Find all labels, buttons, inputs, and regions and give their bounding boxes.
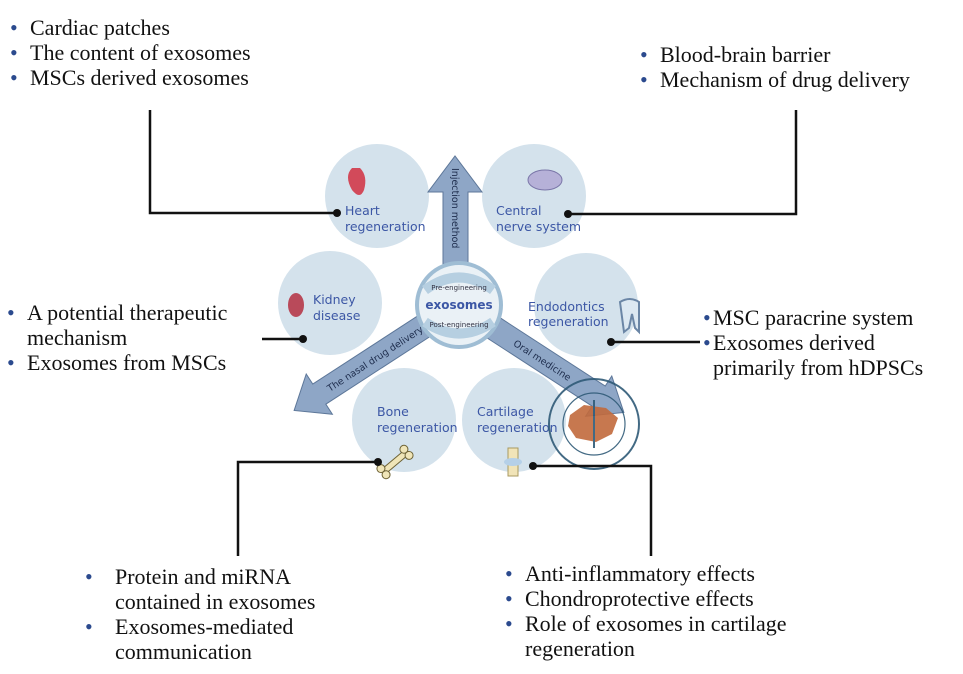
- note-item: Exosomes derived primarily from hDPSCs: [703, 330, 958, 380]
- tooth-icon: [618, 298, 640, 335]
- injection-arrow: [427, 155, 483, 269]
- exosomes-label: exosomes: [425, 298, 492, 312]
- chinese-medical-association-seal: [548, 378, 640, 470]
- bone-circle: [352, 368, 456, 472]
- note-item: Anti-inflammatory effects: [503, 561, 853, 586]
- note-item: Chondroprotective effects: [503, 586, 853, 611]
- cns-notes: Blood-brain barrierMechanism of drug del…: [638, 42, 910, 92]
- endo-notes: MSC paracrine systemExosomes derived pri…: [703, 305, 958, 380]
- note-item: Protein and miRNA contained in exosomes: [83, 564, 373, 614]
- heart-icon: [348, 168, 366, 195]
- pre-engineering-label: Pre-engineering: [431, 284, 487, 292]
- note-item: Role of exosomes in cartilage regenerati…: [503, 611, 853, 661]
- endo-circle: [534, 253, 638, 357]
- bone-icon: [376, 444, 414, 480]
- endo-dot: [607, 338, 615, 346]
- heart-dot: [333, 209, 341, 217]
- heart-notes: Cardiac patchesThe content of exosomesMS…: [8, 15, 251, 90]
- cartilage-connector: [533, 464, 653, 556]
- bone-dot: [374, 458, 382, 466]
- note-item: Exosomes from MSCs: [5, 350, 275, 375]
- kidney-circle: [278, 251, 382, 355]
- bone-connector: [236, 460, 378, 556]
- kidney-notes: A potential therapeutic mechanismExosome…: [5, 300, 275, 375]
- cns-circle: [482, 144, 586, 248]
- note-item: MSC paracrine system: [703, 305, 958, 330]
- post-engineering-label: Post-engineering: [429, 321, 488, 329]
- injection-arrow-label: Injection method: [449, 168, 460, 248]
- cartilage-dot: [529, 462, 537, 470]
- note-item: MSCs derived exosomes: [8, 65, 251, 90]
- note-item: Exosomes-mediated communication: [83, 614, 373, 664]
- cartilage-circle: [462, 368, 566, 472]
- knee-joint-icon: [504, 447, 522, 477]
- kidney-dot: [299, 335, 307, 343]
- cartilage-notes: Anti-inflammatory effectsChondroprotecti…: [503, 561, 853, 661]
- cns-dot: [564, 210, 572, 218]
- kidney-icon: [288, 293, 304, 317]
- connector-lines: [148, 110, 798, 556]
- note-item: Mechanism of drug delivery: [638, 67, 910, 92]
- note-item: Blood-brain barrier: [638, 42, 910, 67]
- note-item: The content of exosomes: [8, 40, 251, 65]
- note-item: A potential therapeutic mechanism: [5, 300, 275, 350]
- brain-icon: [527, 169, 563, 191]
- note-item: Cardiac patches: [8, 15, 251, 40]
- bone-notes: Protein and miRNA contained in exosomesE…: [83, 564, 373, 664]
- heart-connector: [148, 110, 337, 215]
- cns-connector: [568, 110, 798, 216]
